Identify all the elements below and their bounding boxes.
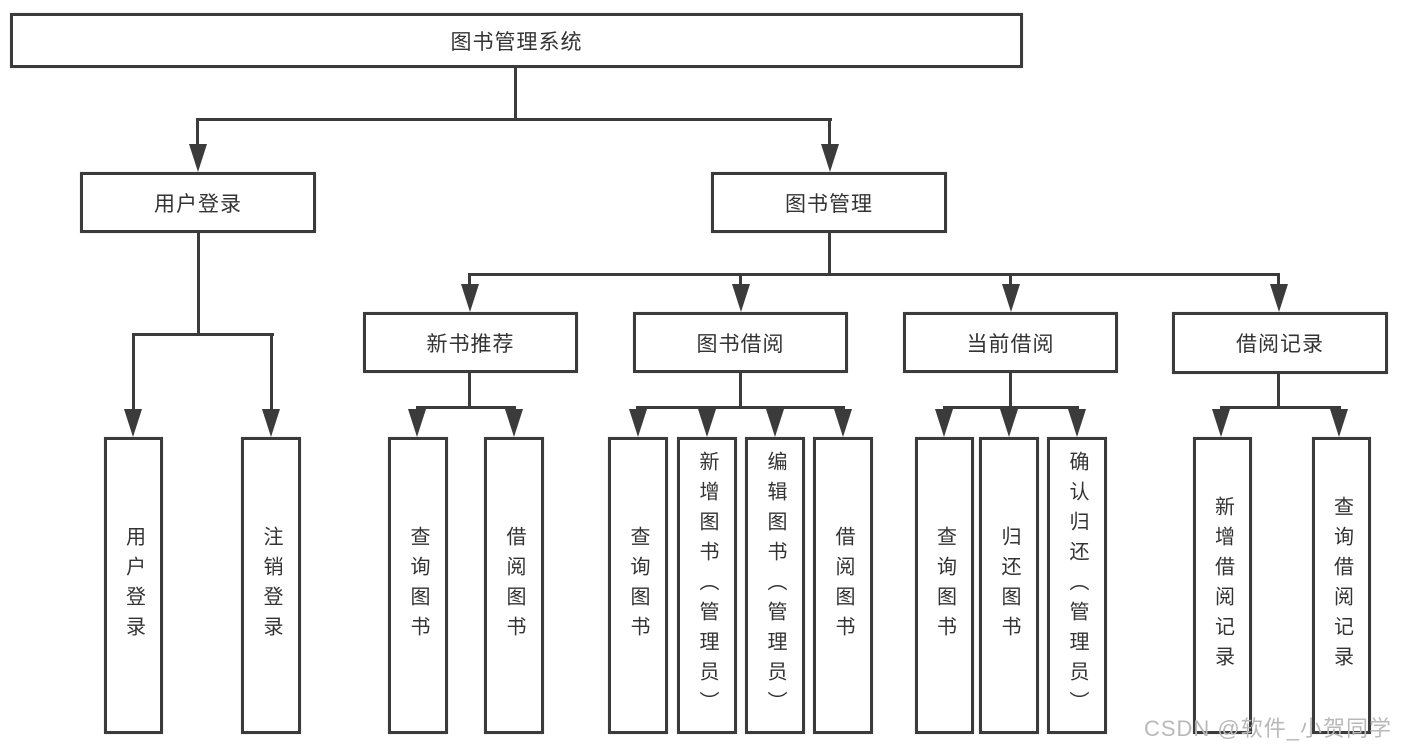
connector-line [1009,373,1012,409]
connector-line [828,118,831,150]
leaf-user-login: 用户登录 [104,437,163,734]
connector-line [132,333,274,336]
leaf-query-borrow-record: 查询借阅记录 [1312,437,1371,734]
connector-line [468,273,471,287]
connector-line [196,118,199,150]
connector-line [468,373,471,409]
leaf-confirm-return-admin-label: 确认归还（管理员） [1066,450,1088,721]
leaf-borrow-book-2-label: 借阅图书 [832,525,854,646]
arrowhead-down-icon [732,284,750,312]
leaf-query-borrow-record-label: 查询借阅记录 [1330,495,1353,676]
node-current-borrow-label: 当前借阅 [966,332,1055,356]
leaf-add-book-admin-label: 新增图书（管理员） [696,450,718,721]
node-borrow-records-label: 借阅记录 [1236,333,1324,356]
leaf-return-book-label: 归还图书 [998,525,1020,646]
leaf-return-book: 归还图书 [979,437,1039,734]
leaf-add-borrow-record: 新增借阅记录 [1193,437,1252,734]
arrowhead-down-icon [1002,284,1020,312]
leaf-borrow-book-2: 借阅图书 [813,437,873,734]
connector-line [1277,273,1280,287]
leaf-query-book-3: 查询图书 [915,437,974,734]
connector-line [1220,406,1340,409]
leaf-user-login-label: 用户登录 [122,525,145,646]
leaf-borrow-book-1-label: 借阅图书 [503,525,525,646]
connector-line [197,233,200,335]
leaf-query-book-1-label: 查询图书 [407,525,429,646]
node-new-book-recommend-label: 新书推荐 [426,332,515,356]
node-book-borrow: 图书借阅 [633,312,848,373]
leaf-logout: 注销登录 [241,437,301,734]
node-current-borrow: 当前借阅 [903,312,1118,373]
connector-line [943,406,1079,409]
connector-line [828,233,831,275]
leaf-query-book-3-label: 查询图书 [933,525,956,646]
connector-line [1009,273,1012,287]
connector-line [514,68,517,118]
node-book-management-label: 图书管理 [785,192,873,216]
arrowhead-down-icon [189,144,207,172]
arrowhead-down-icon [698,409,716,437]
arrowhead-down-icon [1270,284,1288,312]
connector-line [196,118,832,121]
arrowhead-down-icon [935,409,953,437]
leaf-edit-book-admin: 编辑图书（管理员） [745,437,805,734]
connector-line [739,273,742,287]
node-root-label: 图书管理系统 [450,30,583,54]
connector-line [636,406,845,409]
arrowhead-down-icon [629,409,647,437]
leaf-query-book-1: 查询图书 [388,437,448,734]
connector-line [270,333,273,411]
node-root-system: 图书管理系统 [10,13,1023,68]
connector-line [468,273,1280,276]
leaf-borrow-book-1: 借阅图书 [484,437,544,734]
arrowhead-down-icon [766,409,784,437]
arrowhead-down-icon [1068,409,1086,437]
arrowhead-down-icon [1330,409,1348,437]
connector-line [1277,374,1280,409]
node-book-management: 图书管理 [711,172,947,233]
node-user-login-label: 用户登录 [154,192,242,216]
arrowhead-down-icon [124,409,142,437]
connector-line [132,333,135,411]
leaf-query-book-2: 查询图书 [608,437,668,734]
node-book-borrow-label: 图书借阅 [696,332,785,356]
leaf-confirm-return-admin: 确认归还（管理员） [1047,437,1107,734]
arrowhead-down-icon [1000,409,1018,437]
node-user-login: 用户登录 [80,172,316,233]
csdn-watermark: CSDN @软件_小贺同学 [1143,716,1392,741]
leaf-query-book-2-label: 查询图书 [627,525,649,646]
leaf-add-book-admin: 新增图书（管理员） [677,437,737,734]
leaf-add-borrow-record-label: 新增借阅记录 [1211,495,1234,676]
leaf-edit-book-admin-label: 编辑图书（管理员） [764,450,786,721]
node-new-book-recommend: 新书推荐 [363,312,578,373]
connector-line [739,373,742,409]
arrowhead-down-icon [461,284,479,312]
arrowhead-down-icon [262,409,280,437]
arrowhead-down-icon [821,144,839,172]
leaf-logout-label: 注销登录 [260,525,282,646]
arrowhead-down-icon [1212,409,1230,437]
arrowhead-down-icon [408,409,426,437]
node-borrow-records: 借阅记录 [1172,312,1388,374]
connector-line [416,406,516,409]
arrowhead-down-icon [505,409,523,437]
arrowhead-down-icon [834,409,852,437]
